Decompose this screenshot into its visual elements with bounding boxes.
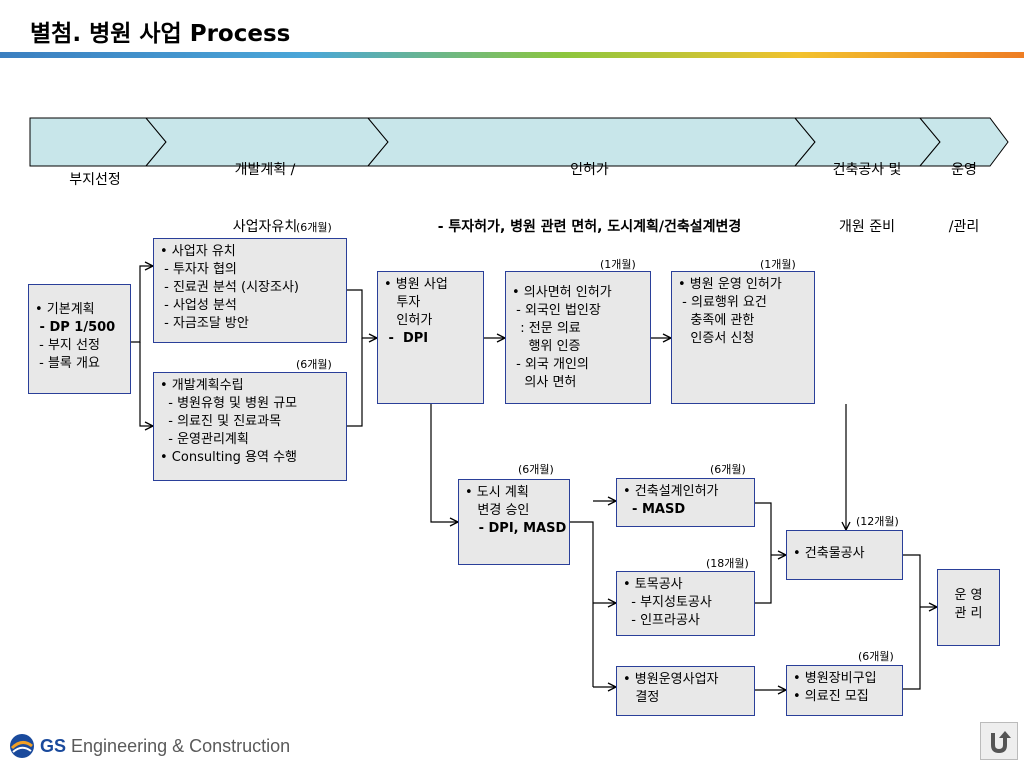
- connector-basic-devplan: [139, 342, 153, 426]
- duration-investor: (6개월): [296, 221, 332, 234]
- connector-design-construction: [755, 502, 772, 604]
- duration-city: (6개월): [518, 463, 554, 476]
- box-city-plan: • 도시 계획 변경 승인 - DPI, MASD: [458, 479, 570, 565]
- duration-equipment: (6개월): [858, 650, 894, 663]
- phase-label-plan: 개발계획 / 사업자유치: [232, 162, 298, 235]
- page-title: 별첨. 병원 사업 Process: [30, 21, 291, 47]
- logo-brand: GS: [40, 735, 67, 756]
- box-equipment: • 병원장비구입 • 의료진 모집: [786, 665, 903, 716]
- box-dev-plan: • 개발계획수립 - 병원유형 및 병원 규모 - 의료진 및 진료과목 - 운…: [153, 372, 347, 481]
- phase-label-permit: 인허가 - 투자허가, 병원 관련 면허, 도시계획/건축설계변경: [437, 162, 742, 235]
- connector-basic-investor: [131, 266, 153, 343]
- box-civil-works: • 토목공사 - 부지성토공사 - 인프라공사: [616, 571, 755, 636]
- connector-investor-permit: [347, 289, 377, 338]
- duration-construction: (12개월): [856, 515, 899, 528]
- box-operation: 운 영 관 리: [937, 569, 1000, 646]
- company-logo: GS Engineering & Construction: [8, 732, 290, 760]
- connector-to-operation: [903, 554, 921, 690]
- box-operator: • 병원운영사업자 결정: [616, 666, 755, 716]
- box-doctor-license: • 의사면허 인허가 - 외국인 법인장 : 전문 의료 행위 인증 - 외국 …: [505, 271, 651, 404]
- connector-permit-city: [430, 404, 458, 522]
- duration-devplan: (6개월): [296, 358, 332, 371]
- gs-logo-icon: [10, 734, 34, 758]
- title-divider: [0, 52, 1024, 58]
- box-operation-permit: • 병원 운영 인허가 - 의료행위 요건 충족에 관한 인증서 신청: [671, 271, 815, 404]
- box-investor: • 사업자 유치 - 투자자 협의 - 진료권 분석 (시장조사) - 사업성 …: [153, 238, 347, 343]
- phase-chevron-operation: [918, 117, 1009, 167]
- phase-label-site: 부지선정: [69, 172, 121, 188]
- logo-text: Engineering & Construction: [71, 735, 291, 756]
- return-arrow-icon: [991, 731, 1011, 754]
- box-construction: • 건축물공사: [786, 530, 903, 580]
- box-hospital-permit: • 병원 사업 투자 인허가 - DPI: [377, 271, 484, 404]
- return-button[interactable]: [980, 722, 1018, 760]
- phase-label-construction: 건축공사 및 개원 준비: [832, 162, 902, 235]
- connector-city-branches: [570, 521, 594, 687]
- connector-devplan-permit: [347, 338, 363, 427]
- duration-design: (6개월): [710, 463, 746, 476]
- duration-civil: (18개월): [706, 557, 749, 570]
- duration-doctor: (1개월): [600, 258, 636, 271]
- box-basic-plan: • 기본계획 - DP 1/500 - 부지 선정 - 블록 개요: [28, 284, 131, 394]
- duration-operation-permit: (1개월): [760, 258, 796, 271]
- box-building-design: • 건축설계인허가 - MASD: [616, 478, 755, 527]
- phase-label-operation: 운영 /관리: [948, 162, 980, 235]
